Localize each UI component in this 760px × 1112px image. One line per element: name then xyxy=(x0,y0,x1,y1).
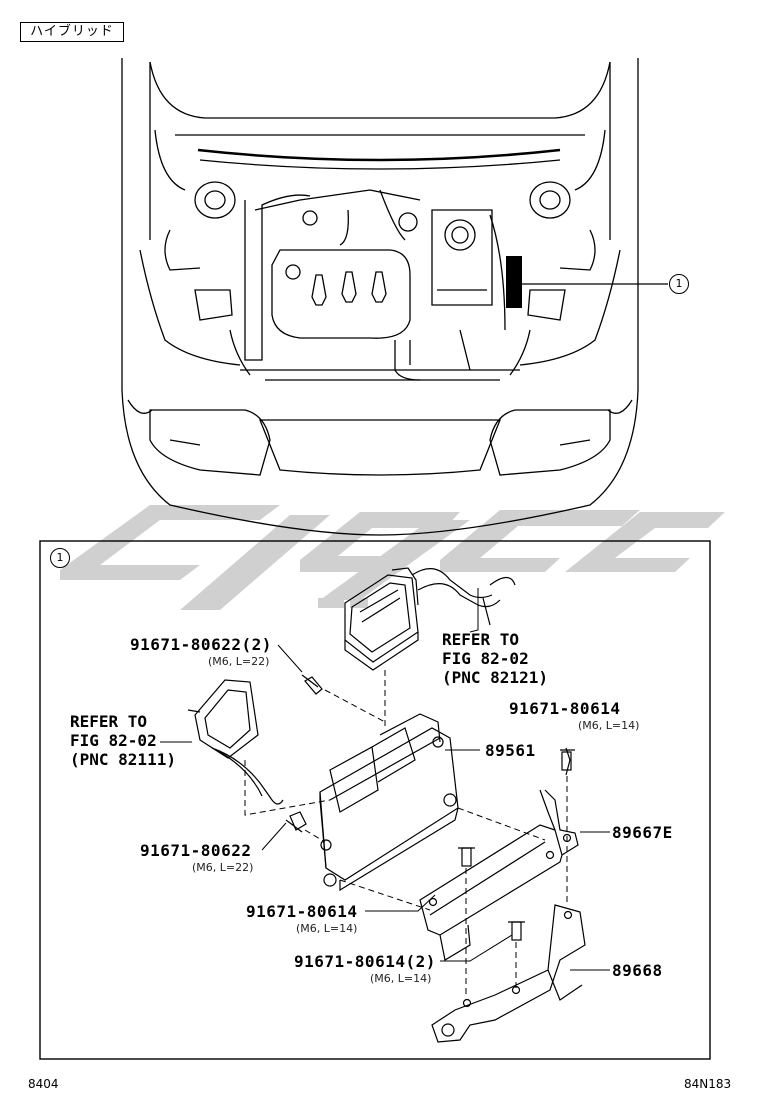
callout-marker-1: 1 xyxy=(669,274,689,294)
page-code: 8404 xyxy=(28,1077,59,1091)
part-label-91671-80622-2: 91671-80622(2) xyxy=(130,635,272,654)
part-spec: (M6, L=14) xyxy=(370,972,432,985)
exploded-parts-view xyxy=(187,567,586,1043)
part-label-91671-80614-upper: 91671-80614 xyxy=(509,699,621,718)
detail-callout-marker-1: 1 xyxy=(50,548,70,568)
part-label-89561: 89561 xyxy=(485,741,536,760)
part-spec: (M6, L=14) xyxy=(578,719,640,732)
part-label-91671-80614-middle: 91671-80614 xyxy=(246,902,358,921)
part-spec: (M6, L=22) xyxy=(208,655,270,668)
reference-note-82111: REFER TO FIG 82-02 (PNC 82111) xyxy=(70,712,176,769)
leader-lines xyxy=(160,588,610,971)
category-tag: ハイブリッド xyxy=(20,22,124,42)
detail-frame xyxy=(39,540,711,1060)
part-label-89667e: 89667E xyxy=(612,823,673,842)
reference-note-82121: REFER TO FIG 82-02 (PNC 82121) xyxy=(442,630,548,687)
watermark-logo xyxy=(60,505,725,610)
part-spec: (M6, L=22) xyxy=(192,861,254,874)
figure-code: 84N183 xyxy=(684,1077,732,1091)
part-spec: (M6, L=14) xyxy=(296,922,358,935)
part-label-91671-80622: 91671-80622 xyxy=(140,841,252,860)
part-label-91671-80614-2: 91671-80614(2) xyxy=(294,952,436,971)
vehicle-engine-bay-view xyxy=(121,58,668,536)
alignment-dashed-lines xyxy=(244,670,568,995)
part-label-89668: 89668 xyxy=(612,961,663,980)
